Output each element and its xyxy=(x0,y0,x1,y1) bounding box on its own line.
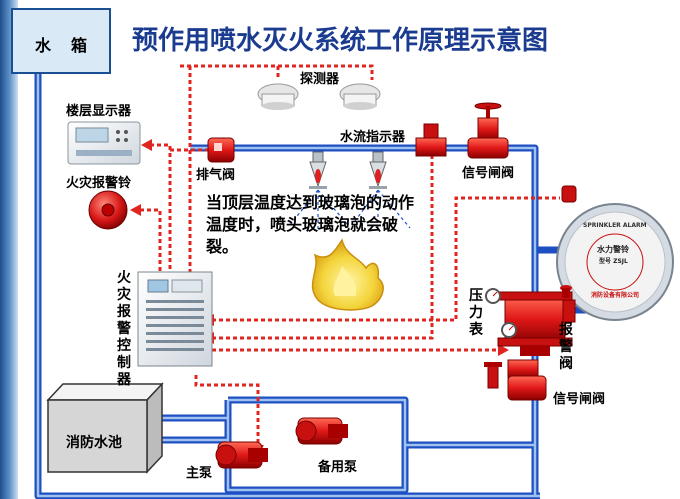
main-pump-label: 主泵 xyxy=(186,466,213,481)
fire-alarm-controller xyxy=(137,271,213,367)
smoke-detector-right xyxy=(339,83,381,110)
alarm-valve xyxy=(497,291,576,356)
diagram-title: 预作用喷水灭火系统工作原理示意图 xyxy=(132,26,549,56)
gong-center-text: 水力警铃 xyxy=(597,245,629,254)
smoke-detector-left xyxy=(257,83,299,110)
pressure-gauge xyxy=(485,288,517,338)
gong-maker-text: 消防设备有限公司 xyxy=(591,292,640,299)
sprinkler-head-left xyxy=(309,151,327,189)
spray-lines xyxy=(289,189,411,232)
fire-pool-label: 消防水池 xyxy=(66,435,122,451)
fire-bell-label: 火灾报警铃 xyxy=(66,176,132,191)
floor-display-panel xyxy=(67,121,141,165)
gong-ring-text: SPRINKLER ALARM xyxy=(583,222,647,229)
exhaust-valve-label: 排气阀 xyxy=(196,168,236,183)
main-pump xyxy=(215,441,268,469)
fire-alarm-bell xyxy=(88,190,128,230)
trigger-note: 当顶层温度达到玻璃泡的动作温度时，喷头玻璃泡就会破裂。 xyxy=(206,193,415,256)
water-flow-indicator xyxy=(415,123,447,157)
water-gong xyxy=(556,185,674,321)
fire-flame xyxy=(311,238,384,311)
fire-controller-label: 火灾报警控制器 xyxy=(117,270,131,388)
signal-gate-valve-top xyxy=(467,102,509,159)
left-decor-band xyxy=(0,0,18,499)
signal-valve-bottom-label: 信号闸阀 xyxy=(553,392,606,407)
flow-indicator-label: 水流指示器 xyxy=(340,130,406,145)
detector-label: 探测器 xyxy=(300,72,340,87)
sprinkler-head-right xyxy=(369,151,387,189)
alarm-valve-top-fitting xyxy=(560,285,572,298)
fire-water-pool xyxy=(46,382,164,474)
backup-pump xyxy=(295,417,348,445)
water-tank-label: 水箱 xyxy=(34,36,107,55)
signal-gate-valve-bottom xyxy=(484,359,547,401)
water-tank: 水箱 xyxy=(11,8,111,74)
alarm-valve-label: 报警阀 xyxy=(559,322,573,372)
floor-display-label: 楼层显示器 xyxy=(66,104,132,119)
backup-pump-label: 备用泵 xyxy=(318,460,358,475)
gong-model-text: 型号 ZSJL xyxy=(599,258,628,265)
signal-lines xyxy=(140,64,560,448)
exhaust-valve xyxy=(207,137,235,163)
pressure-gauge-label: 压力表 xyxy=(469,288,483,338)
signal-valve-top-label: 信号闸阀 xyxy=(462,166,515,181)
